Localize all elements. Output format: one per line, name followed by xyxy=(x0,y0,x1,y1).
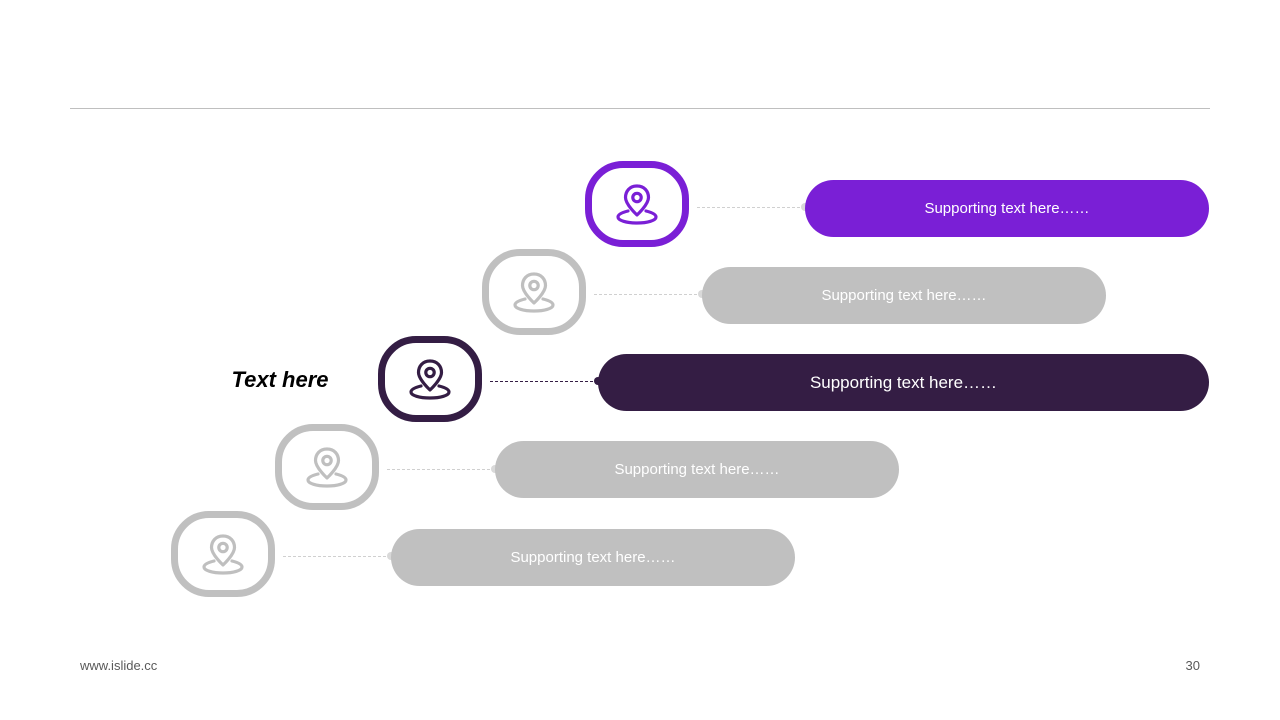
active-step-label: Text here xyxy=(231,367,329,392)
step-pill-4: Supporting text here…… xyxy=(495,441,899,498)
step-text-1: Supporting text here…… xyxy=(924,200,1090,217)
location-pin-icon xyxy=(616,184,658,225)
connector-line-1 xyxy=(697,207,805,208)
step-pill-2: Supporting text here…… xyxy=(702,267,1106,324)
step-icon-box-2 xyxy=(482,249,586,335)
top-divider xyxy=(70,108,1210,109)
step-text-5: Supporting text here…… xyxy=(510,549,676,566)
step-pill-3: Supporting text here…… xyxy=(598,354,1209,411)
step-icon-box-4 xyxy=(275,424,379,510)
step-icon-box-5 xyxy=(171,511,275,597)
location-pin-icon xyxy=(513,272,555,313)
connector-line-2 xyxy=(594,294,702,295)
connector-line-5 xyxy=(283,556,391,557)
step-pill-5: Supporting text here…… xyxy=(391,529,795,586)
connector-line-3 xyxy=(490,381,598,382)
step-icon-box-1 xyxy=(585,161,689,247)
location-pin-icon xyxy=(306,447,348,488)
step-text-4: Supporting text here…… xyxy=(614,461,780,478)
footer-website: www.islide.cc xyxy=(80,658,158,673)
step-text-2: Supporting text here…… xyxy=(821,287,987,304)
location-pin-icon xyxy=(409,359,451,400)
page-number: 30 xyxy=(1185,658,1200,673)
step-text-3: Supporting text here…… xyxy=(809,372,998,392)
step-icon-box-3 xyxy=(378,336,482,422)
location-pin-icon xyxy=(202,534,244,575)
connector-line-4 xyxy=(387,469,495,470)
step-pill-1: Supporting text here…… xyxy=(805,180,1209,237)
